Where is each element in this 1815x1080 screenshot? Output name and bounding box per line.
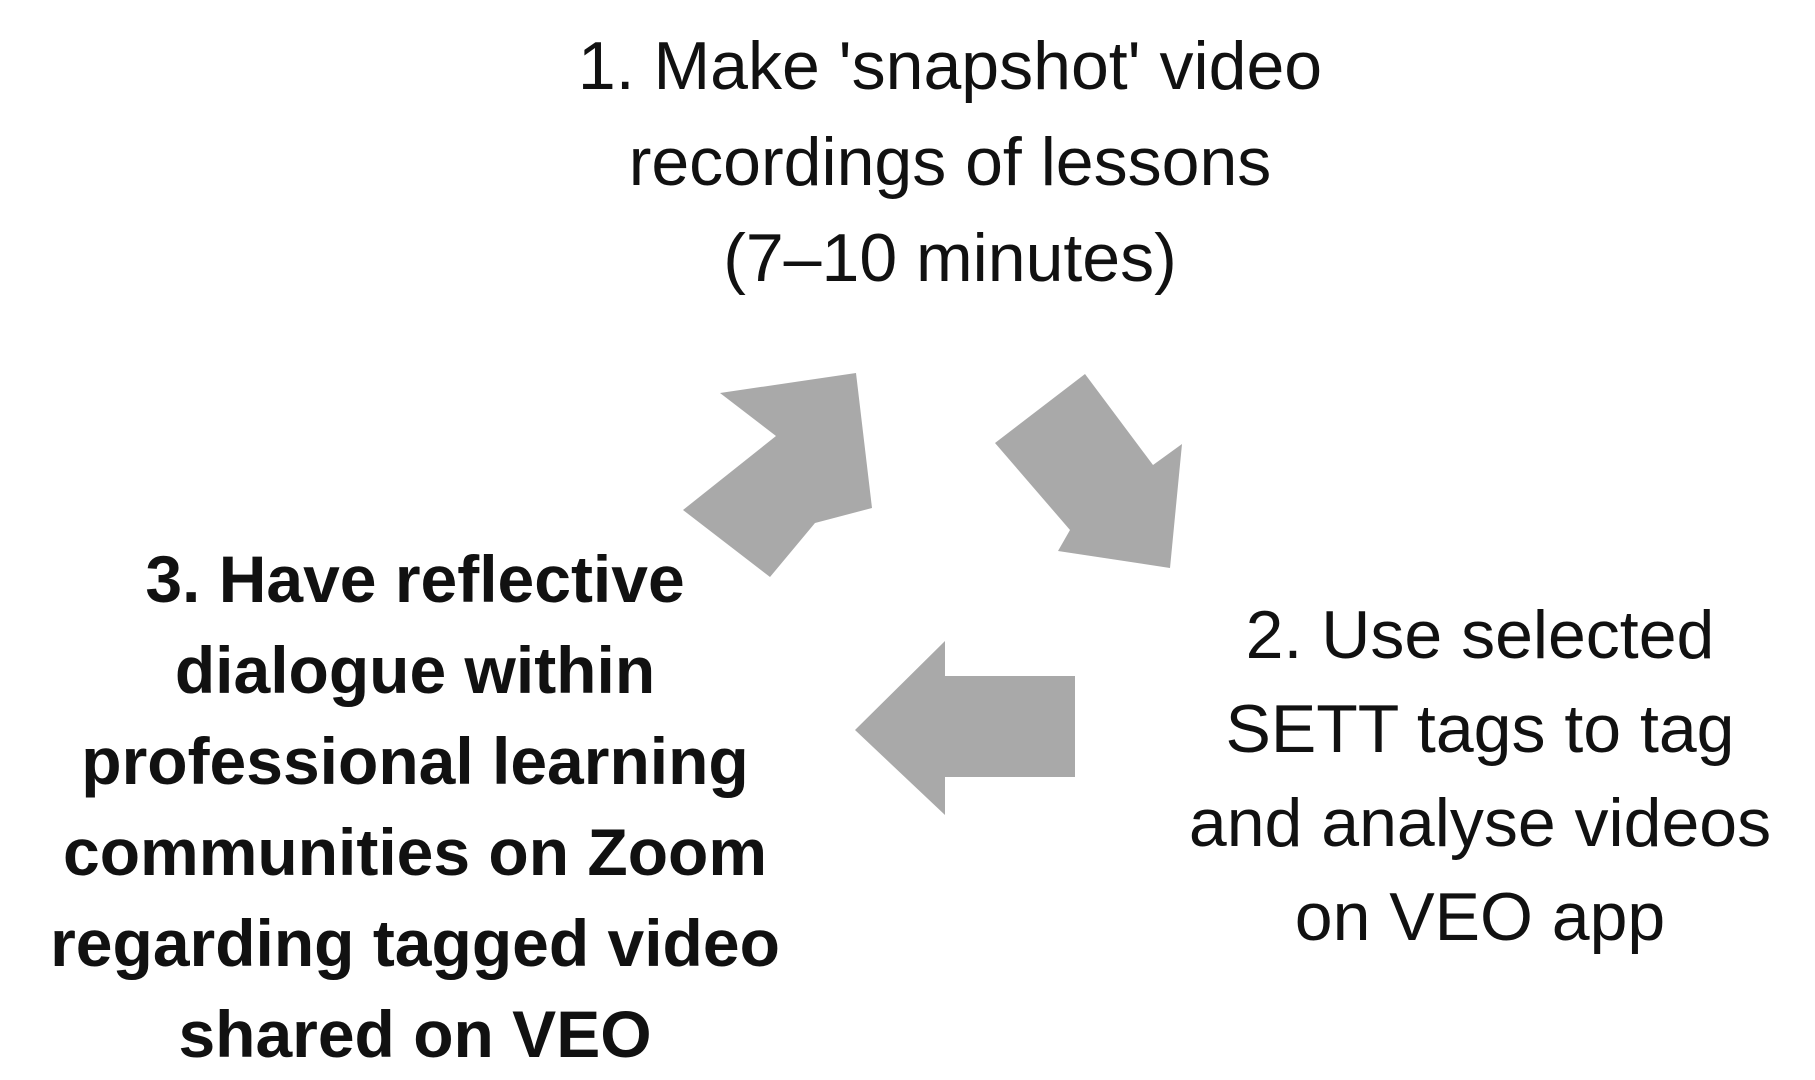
- step-2-label: 2. Use selected SETT tags to tag and ana…: [1120, 588, 1815, 964]
- step-2-line-1: 2. Use selected: [1245, 597, 1715, 673]
- step-3-line-1: 3. Have reflective: [145, 542, 685, 616]
- step-1-line-2: recordings of lessons: [628, 124, 1272, 200]
- arrow-step3-to-step1: [683, 373, 872, 577]
- step-1-line-1: 1. Make 'snapshot' video: [577, 28, 1323, 104]
- arrow-step1-to-step2: [995, 374, 1182, 568]
- step-2-line-2: SETT tags to tag: [1225, 691, 1735, 767]
- step-2-line-4: on VEO app: [1294, 879, 1666, 955]
- step-3-line-3: professional learning: [81, 724, 749, 798]
- step-3-label: 3. Have reflective dialogue within profe…: [0, 534, 830, 1080]
- step-3-line-6: shared on VEO: [178, 997, 652, 1071]
- step-1-line-3: (7–10 minutes): [723, 220, 1177, 296]
- step-1-label: 1. Make 'snapshot' video recordings of l…: [430, 18, 1470, 306]
- step-2-line-3: and analyse videos: [1188, 785, 1772, 861]
- step-3-line-2: dialogue within: [174, 633, 656, 707]
- step-3-line-4: communities on Zoom: [62, 815, 768, 889]
- arrow-step2-to-step3: [855, 641, 1075, 815]
- step-3-line-5: regarding tagged video: [50, 906, 780, 980]
